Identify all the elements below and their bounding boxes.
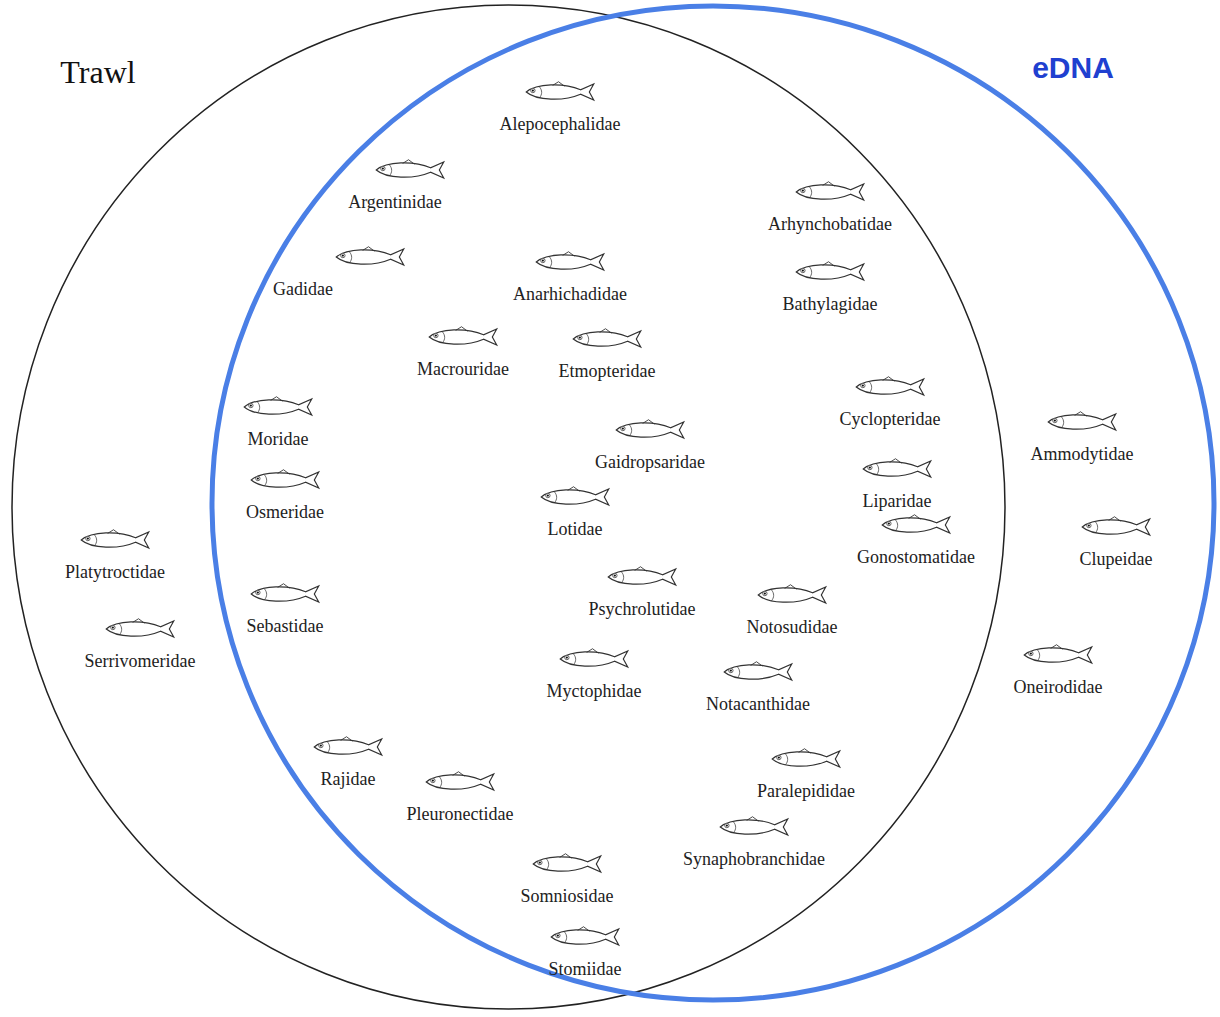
family-label: Argentinidae xyxy=(348,193,442,213)
family-label: Bathylagidae xyxy=(783,295,878,315)
family-label: Serrivomeridae xyxy=(85,652,196,672)
family-label: Gonostomatidae xyxy=(857,548,975,568)
family-label: Stomiidae xyxy=(549,960,622,980)
family-label: Osmeridae xyxy=(246,503,324,523)
family-label: Ammodytidae xyxy=(1031,445,1134,465)
family-label: Arhynchobatidae xyxy=(768,215,892,235)
family-label: Gaidropsaridae xyxy=(595,453,705,473)
trawl-circle: Trawl xyxy=(12,5,1005,1009)
family-label: Alepocephalidae xyxy=(500,115,621,135)
family-label: Synaphobranchidae xyxy=(683,850,825,870)
family-label: Gadidae xyxy=(273,280,333,300)
family-label: Rajidae xyxy=(321,770,376,790)
family-label: Notosudidae xyxy=(747,618,838,638)
family-label: Moridae xyxy=(248,430,309,450)
family-label: Etmopteridae xyxy=(559,362,656,382)
family-label: Platytroctidae xyxy=(65,563,165,583)
family-label: Lotidae xyxy=(548,520,603,540)
family-label: Psychrolutidae xyxy=(589,600,696,620)
circle-outline xyxy=(12,5,1005,1009)
family-label: Oneirodidae xyxy=(1014,678,1103,698)
family-label: Cyclopteridae xyxy=(840,410,941,430)
set-title: Trawl xyxy=(60,54,135,91)
family-label: Macrouridae xyxy=(417,360,509,380)
family-label: Sebastidae xyxy=(247,617,324,637)
family-label: Clupeidae xyxy=(1080,550,1153,570)
family-label: Liparidae xyxy=(863,492,932,512)
set-title: eDNA xyxy=(1032,51,1114,85)
family-label: Myctophidae xyxy=(547,682,642,702)
family-label: Somniosidae xyxy=(521,887,614,907)
family-label: Pleuronectidae xyxy=(407,805,514,825)
family-label: Anarhichadidae xyxy=(513,285,627,305)
family-label: Notacanthidae xyxy=(706,695,810,715)
family-label: Paralepididae xyxy=(757,782,855,802)
